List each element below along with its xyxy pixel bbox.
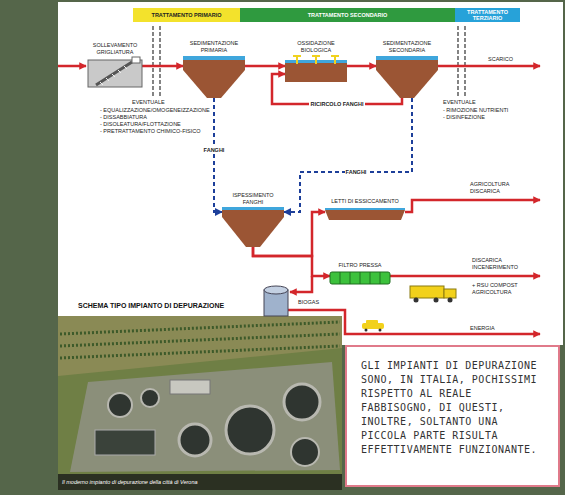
tank-part [325,210,405,220]
tank-part [334,57,336,64]
edge-label: FANGHI [203,147,226,154]
edge-label: FANGHI [345,169,368,176]
settling-tank: SEDIMENTAZIONE SECONDARIA [376,40,438,98]
tank-part [312,55,320,57]
tank-part [330,272,390,284]
tank-part [132,57,140,63]
sludge-connector [214,98,222,212]
stage-band: TRATTAMENTO SECONDARIO [240,8,455,22]
tank-part [296,57,298,64]
plain-label: DISCARICA INCENERIMENTO [472,257,534,270]
plain-label: - PRETRATTAMENTO CHIMICO-FISICO [100,128,201,135]
flow-connector [142,65,183,68]
plain-label: AGRICOLTURA DISCARICA [470,181,530,194]
tank-part [88,60,142,87]
car-icon [362,320,384,332]
plain-label: - DISOLEATURA/FLOTTAZIONE [100,121,181,128]
node-label: TRATTAMENTO PRIMARIO [133,12,240,19]
plain-label: SCARICO [488,56,513,63]
note-box: GLI IMPIANTI DI DEPURAZIONE SONO, IN ITA… [345,345,560,487]
tank-part [96,62,132,85]
tank-part [315,57,317,64]
tank-part [325,208,405,210]
drying-bed: LETTI DI ESSICCAMENTO [325,198,405,222]
plain-label: BIOGAS [298,299,319,306]
node-label: SEDIMENTAZIONE SECONDARIA [376,40,438,53]
plain-label: - DISINFEZIONE [443,114,485,121]
flow-lines [58,66,540,334]
node-label: ISPESSIMENTO FANGHI [222,192,284,205]
node-label: TRATTAMENTO SECONDARIO [240,12,455,19]
node-label: SOLLEVAMENTO GRIGLIATURA [88,42,142,55]
node-label: FILTRO PRESSA [330,262,390,269]
plain-label: EVENTUALE [443,99,476,106]
plain-label: - DISSABBIATURA [100,114,147,121]
thickener-tank: ISPESSIMENTO FANGHI [222,192,284,247]
edge-label: RICIRCOLO FANGHI [309,101,364,108]
truck-icon [410,286,456,303]
photo-caption: Il moderno impianto di depurazione della… [62,479,198,485]
tank-part [100,66,127,85]
plain-label: - EQUALIZZAZIONE/OMOGENEIZZAZIONE [100,107,210,114]
plain-label: + RSU COMPOST AGRICOLTURA [472,282,534,295]
plain-label: ENERGIA [470,325,495,332]
screening-pit: SOLLEVAMENTO GRIGLIATURA [88,42,142,87]
plain-label: EVENTUALE [132,99,165,106]
plant-photo [58,316,342,490]
stage-band: TRATTAMENTO PRIMARIO [133,8,240,22]
tank-part [222,210,284,247]
tank-part [376,56,438,60]
sludge-connector [284,98,412,212]
settling-tank: SEDIMENTAZIONE PRIMARIA [183,40,245,98]
node-label: LETTI DI ESSICCAMENTO [325,198,405,205]
tank-part [376,60,438,98]
tank-part [293,55,301,57]
node-label: OSSIDAZIONE BIOLOGICA [285,40,347,53]
tank-part [222,207,284,210]
tank-part [340,272,380,284]
diagram-title: SCHEMA TIPO IMPIANTO DI DEPURAZIONE [78,302,224,309]
note-text: GLI IMPIANTI DI DEPURAZIONE SONO, IN ITA… [361,359,544,457]
stage-band: TRATTAMENTO TERZIARIO [455,8,520,22]
tank-part [331,55,339,57]
aeration-tank-shape [285,40,347,82]
tank-part [183,56,245,60]
node-label: SEDIMENTAZIONE PRIMARIA [183,40,245,53]
filter-press: FILTRO PRESSA [330,262,390,286]
tank-part [285,63,347,82]
digester [264,286,288,316]
flow-connector [245,65,285,68]
node-label: TRATTAMENTO TERZIARIO [455,9,520,22]
plain-label: - RIMOZIONE NUTRIENTI [443,107,508,114]
aeration-tank: OSSIDAZIONE BIOLOGICA [285,40,347,82]
flow-connector [253,247,330,276]
flow-connector [347,65,376,68]
tank-part [183,60,245,98]
